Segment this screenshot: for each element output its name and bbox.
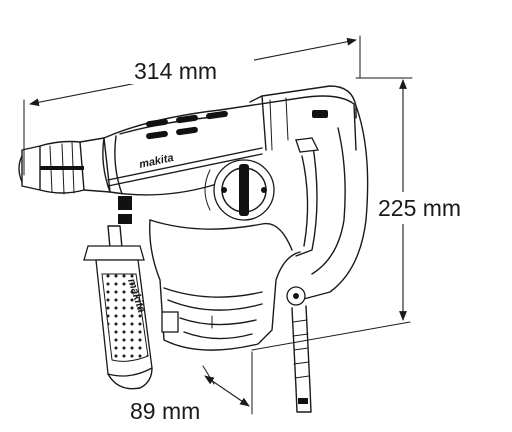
- trigger: [295, 137, 319, 153]
- handle-offset-dimension: 89 mm: [130, 351, 253, 424]
- length-label: 314 mm: [134, 58, 217, 84]
- height-dimension: 225 mm: [251, 77, 496, 351]
- height-label-bg: [374, 192, 496, 224]
- vent-slot: [146, 118, 168, 128]
- collar-block: [118, 214, 132, 224]
- length-label-bg: [128, 54, 254, 84]
- rear-handle: [295, 105, 369, 301]
- label-plate: [161, 311, 179, 333]
- length-dimension: 314 mm: [23, 35, 361, 176]
- barrel-logo: makita: [138, 152, 175, 171]
- power-cord: [286, 286, 312, 413]
- rotary-hammer-drawing: makita: [18, 85, 369, 413]
- depth-rod: [107, 147, 263, 181]
- motor-body: [149, 219, 301, 351]
- vent-slot: [206, 110, 228, 120]
- height-extension-bottom: [251, 321, 411, 351]
- chuck: [18, 137, 111, 195]
- mode-selector-knob: [204, 159, 275, 221]
- collar-block: [118, 196, 132, 210]
- vent-slot: [176, 114, 198, 124]
- offset-label: 89 mm: [130, 398, 200, 424]
- offset-dimension-line: [204, 375, 250, 407]
- side-handle: makita: [83, 225, 153, 390]
- vent-slot: [176, 126, 198, 136]
- vent-slot: [146, 130, 168, 140]
- barrel: makita: [102, 95, 357, 224]
- side-handle-clamp: [83, 245, 145, 261]
- height-label: 225 mm: [378, 195, 461, 221]
